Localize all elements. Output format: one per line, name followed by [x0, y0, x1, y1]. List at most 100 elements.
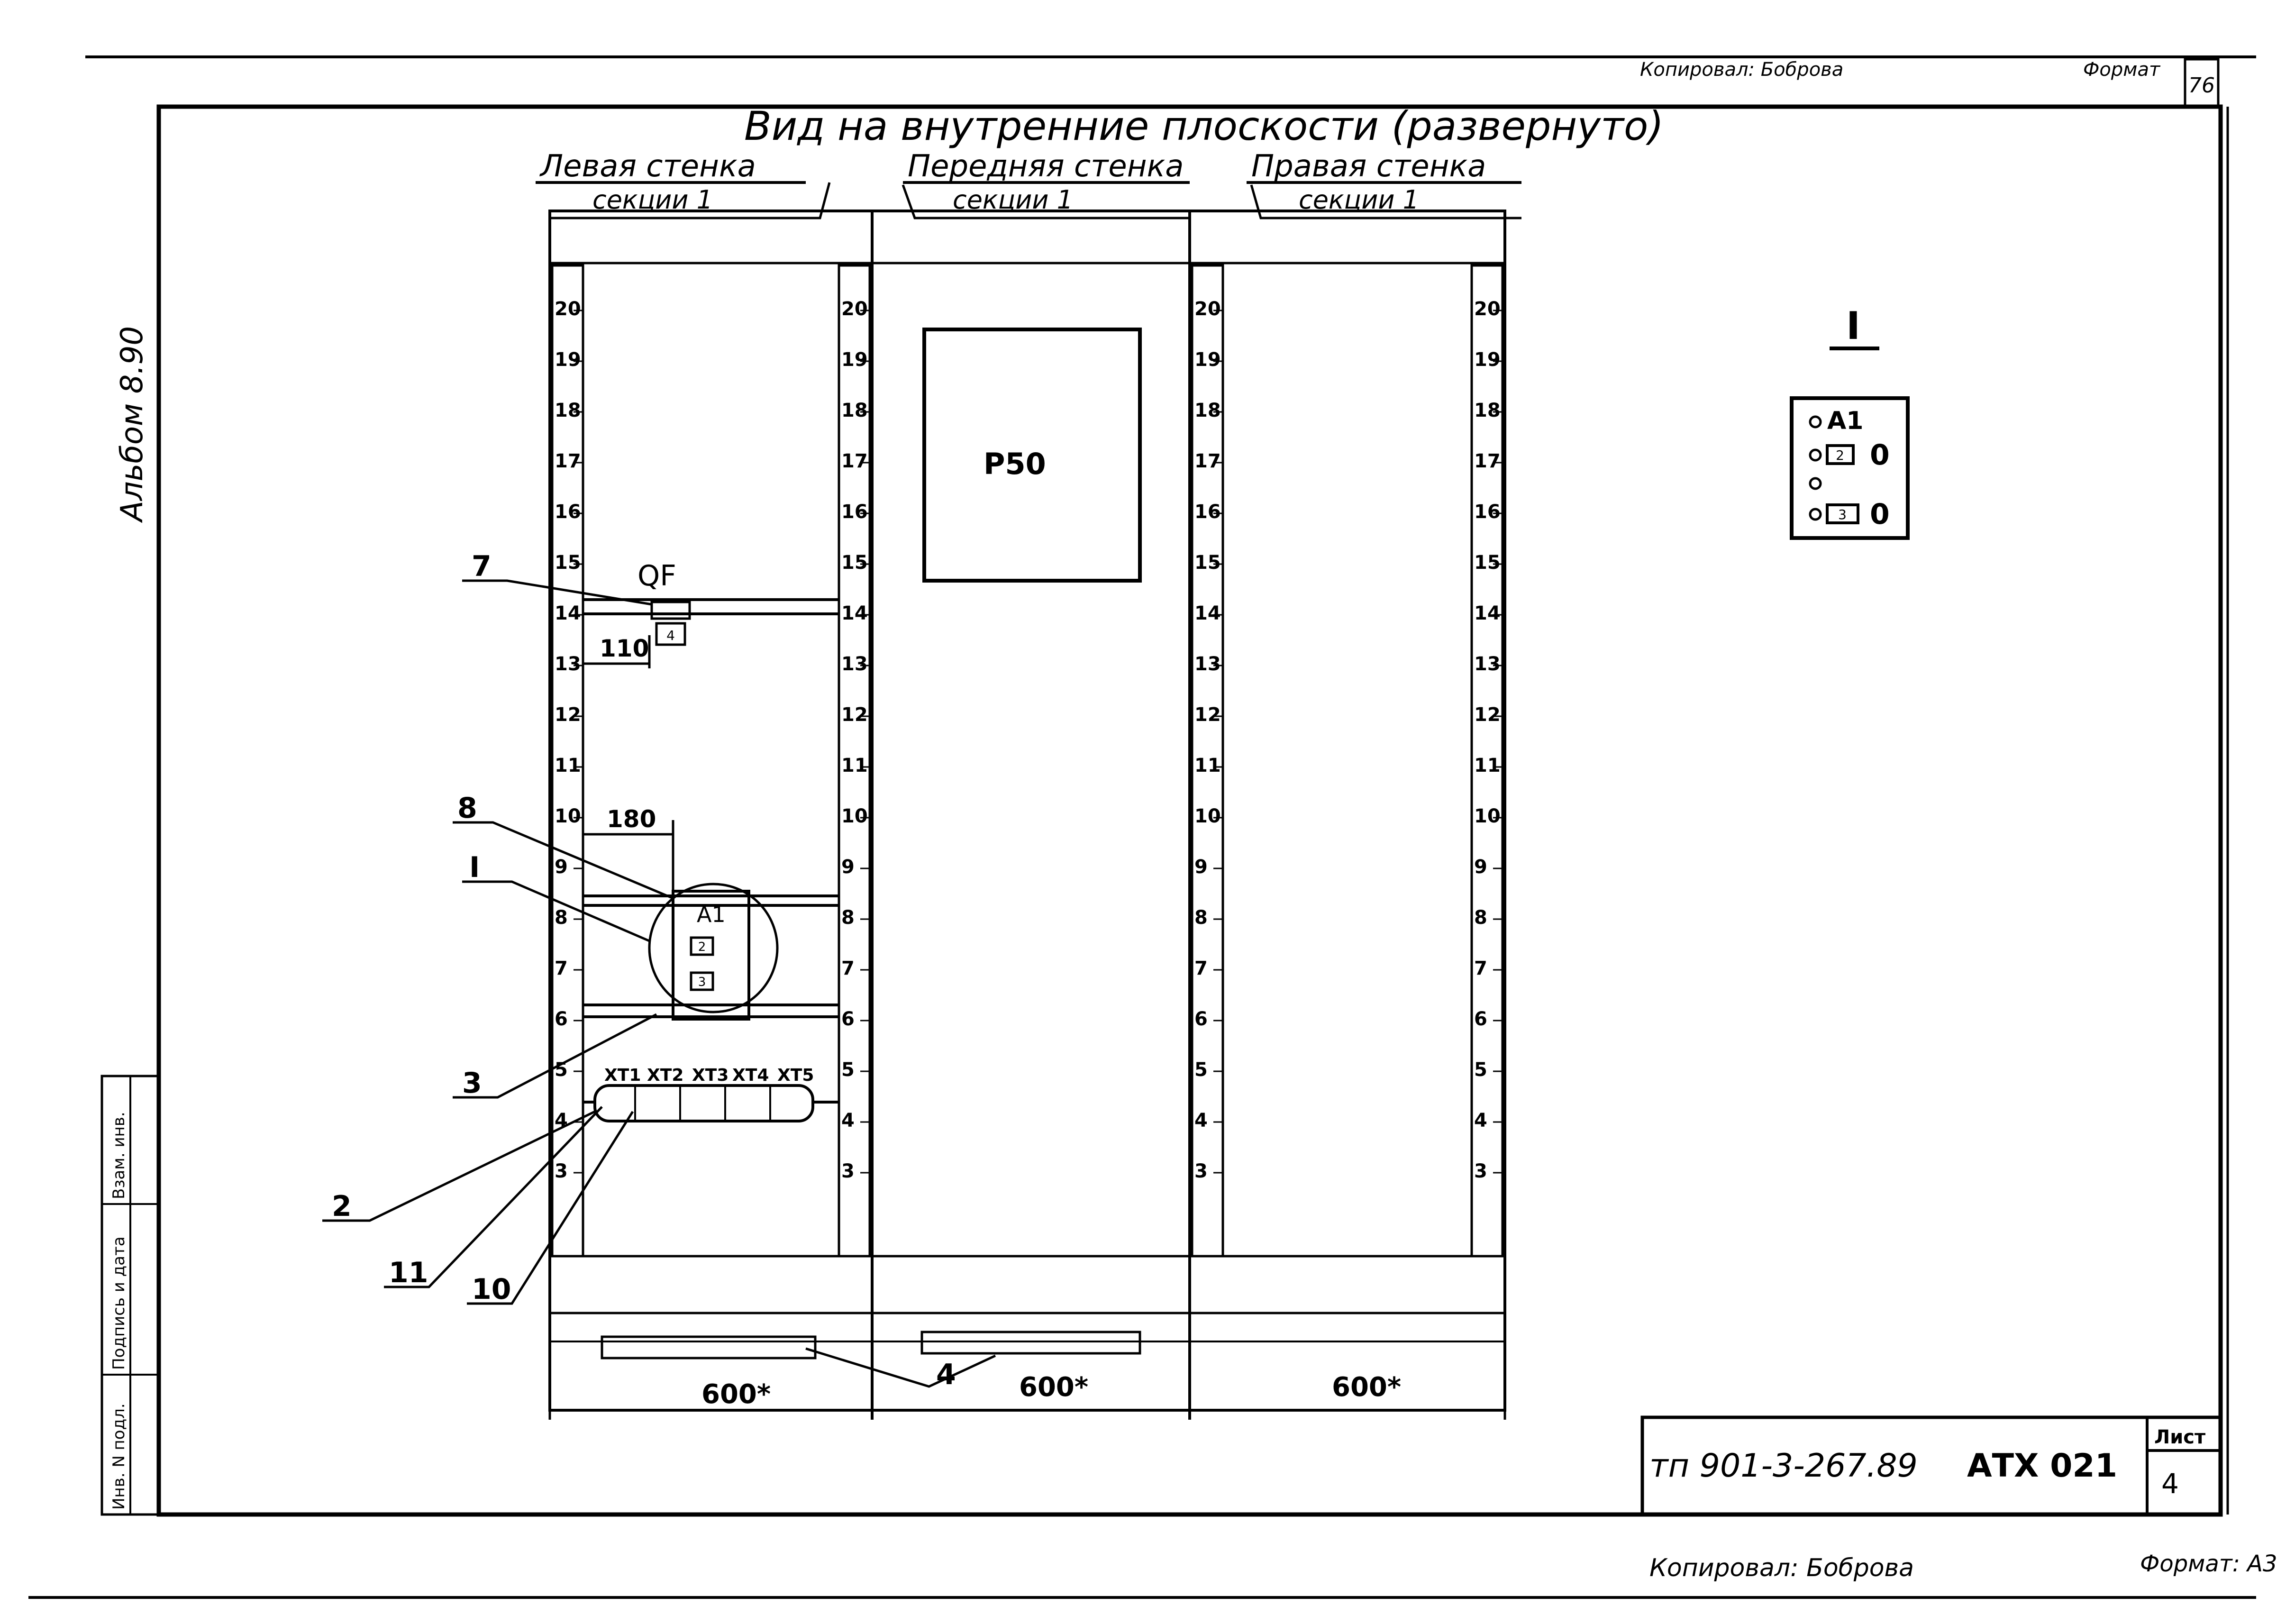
rail-number-left-wall-right: 3 — [841, 1160, 855, 1182]
rail-number-right-wall-right: 20 — [1474, 298, 1501, 320]
callouts: 7 8 I 3 2 11 10 4 — [322, 550, 996, 1391]
rail-number-left-wall-right: 7 — [841, 958, 855, 979]
section-front-bracket — [902, 184, 1190, 219]
footer-copied-by: Копировал: Боброва — [1649, 1554, 1914, 1582]
callout-I-leader — [462, 880, 650, 942]
cabinet-outline — [548, 210, 1506, 1412]
rail-number-left-wall-right: 15 — [841, 552, 868, 574]
rail-left-wall-left — [551, 264, 584, 1258]
callout-4-leader — [805, 1347, 996, 1388]
section-right-bracket — [1250, 184, 1521, 219]
callout-11: 11 — [389, 1256, 428, 1289]
callout-10: 10 — [472, 1273, 511, 1306]
a1-device — [672, 890, 750, 1021]
detail-dot-2 — [1809, 448, 1822, 462]
callout-I: I — [469, 851, 480, 884]
terminal-label-4: ХТ4 — [732, 1066, 769, 1085]
rail-number-left-wall-left: 17 — [555, 450, 581, 472]
callout-7: 7 — [472, 550, 492, 583]
rail-number-right-wall-right: 14 — [1474, 602, 1501, 624]
drawing-title: Вид на внутренние плоскости (развернуто) — [744, 103, 1664, 149]
rail-number-left-wall-left: 16 — [555, 501, 581, 523]
cabinet-drawing: Р50 4 QF 110 180 А1 2 3 — [548, 210, 1506, 1420]
callout-2: 2 — [332, 1190, 352, 1223]
base-plate-front — [920, 1331, 1141, 1355]
rail-number-right-wall-left: 15 — [1194, 552, 1221, 574]
rail-number-right-wall-left: 4 — [1194, 1110, 1208, 1131]
rail-number-left-wall-right: 20 — [841, 298, 868, 320]
callout-3-leader — [453, 1013, 657, 1099]
detail-slot-2 — [1826, 503, 1859, 524]
rail-number-left-wall-left: 12 — [555, 704, 581, 726]
qf-device-body — [655, 622, 686, 646]
format-top: Формат — [2083, 59, 2161, 81]
detail-mark-1: 0 — [1870, 438, 1890, 472]
a1-slot-3 — [690, 971, 714, 991]
detail-mark-2: 0 — [1870, 498, 1890, 531]
rail-number-left-wall-left: 11 — [555, 755, 581, 776]
detail-slot-1-mark: 2 — [1836, 447, 1844, 463]
rail-number-left-wall-right: 19 — [841, 349, 868, 371]
qf-label: QF — [638, 559, 676, 593]
rail-number-left-wall-right: 13 — [841, 653, 868, 675]
rail-number-right-wall-right: 13 — [1474, 653, 1501, 675]
rail-number-right-wall-left: 11 — [1194, 755, 1221, 776]
rail-number-right-wall-right: 4 — [1474, 1110, 1487, 1131]
rail-number-left-wall-left: 8 — [555, 907, 568, 929]
rail-number-right-wall-left: 9 — [1194, 856, 1208, 878]
rail-number-right-wall-right: 18 — [1474, 400, 1501, 421]
rail-number-right-wall-right: 6 — [1474, 1008, 1487, 1030]
rail-number-right-wall-left: 5 — [1194, 1059, 1208, 1081]
rail-number-right-wall-right: 12 — [1474, 704, 1501, 726]
title-block-frame — [1640, 1415, 2222, 1516]
rail-number-right-wall-right: 3 — [1474, 1160, 1487, 1182]
width-label-right: 600* — [1332, 1372, 1401, 1403]
rail-number-right-wall-right: 11 — [1474, 755, 1501, 776]
rail-number-left-wall-right: 17 — [841, 450, 868, 472]
width-label-front: 600* — [1019, 1372, 1088, 1403]
rail-number-left-wall-right: 14 — [841, 602, 868, 624]
rail-number-left-wall-left: 7 — [555, 958, 568, 979]
rail-number-right-wall-right: 17 — [1474, 450, 1501, 472]
callout-10-leader — [467, 1111, 634, 1305]
section-left-title: Левая стенка — [539, 149, 756, 184]
qf-small-mark: 4 — [666, 628, 675, 643]
section-front-title: Передняя стенка — [908, 149, 1184, 184]
page-number: 76 — [2188, 73, 2215, 98]
callout-11-leader — [384, 1106, 603, 1288]
rail-number-right-wall-left: 12 — [1194, 704, 1221, 726]
album-label: Альбом 8.90 — [115, 326, 150, 523]
detail-view: I А1 2 0 3 0 — [1790, 304, 1910, 540]
rail-number-right-wall-right: 10 — [1474, 805, 1501, 827]
rail-number-left-wall-left: 20 — [555, 298, 581, 320]
rail-number-left-wall-right: 5 — [841, 1059, 855, 1081]
rail-number-right-wall-left: 8 — [1194, 907, 1208, 929]
detail-slot-2-mark: 3 — [1838, 507, 1847, 522]
callout-2-leader — [322, 1110, 596, 1222]
qf-device — [650, 601, 691, 620]
detail-title: I — [1846, 304, 1860, 348]
rail-number-left-wall-right: 12 — [841, 704, 868, 726]
rail-number-left-wall-left: 3 — [555, 1160, 568, 1182]
side-stamp-inv: Инв. N подл. — [109, 1403, 128, 1510]
rail-number-right-wall-left: 17 — [1194, 450, 1221, 472]
detail-slot-1 — [1826, 444, 1855, 465]
detail-device-label: А1 — [1827, 407, 1863, 435]
doc-set: АТХ 021 — [1967, 1447, 2117, 1485]
qf-dim: 110 — [600, 635, 649, 662]
rail-right-wall-left — [1191, 264, 1224, 1258]
section-front-heading: Передняя стенка секции 1 — [902, 149, 1190, 219]
rail-number-right-wall-right: 19 — [1474, 349, 1501, 371]
rail-number-left-wall-left: 19 — [555, 349, 581, 371]
a1-slot-2-mark: 2 — [698, 940, 706, 954]
sheet-number: 4 — [2161, 1468, 2179, 1500]
callout-8-leader — [453, 821, 674, 900]
terminal-label-5: ХТ5 — [777, 1066, 814, 1085]
rail-number-right-wall-left: 13 — [1194, 653, 1221, 675]
section-right-heading: Правая стенка секции 1 — [1247, 149, 1521, 219]
rail-number-right-wall-right: 15 — [1474, 552, 1501, 574]
rail-number-left-wall-left: 15 — [555, 552, 581, 574]
detail-dot-3 — [1809, 477, 1822, 490]
detail-circle — [648, 883, 779, 1013]
